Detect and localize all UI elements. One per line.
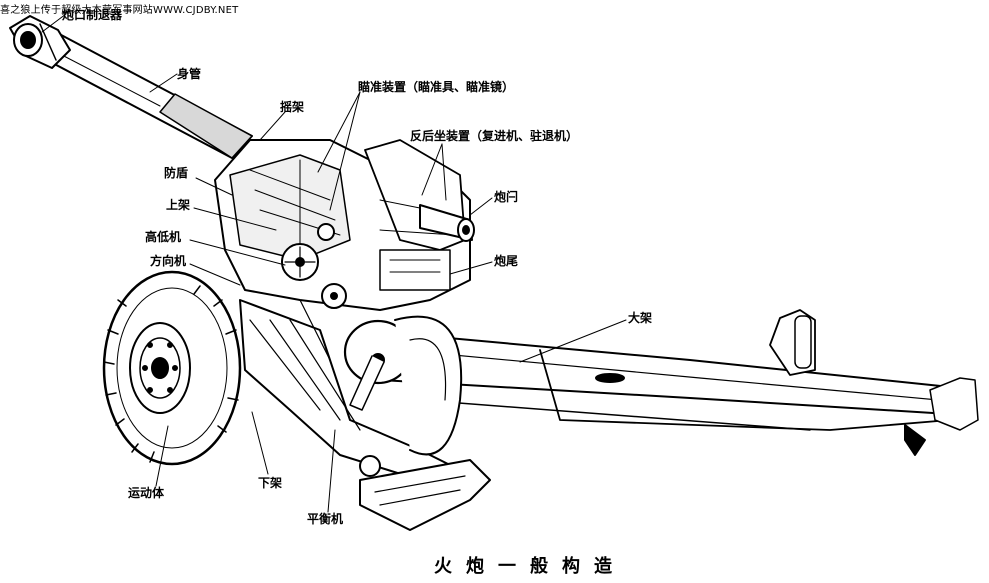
label-shield: 防盾 [164, 166, 189, 180]
main-wheel-shape [102, 270, 242, 466]
label-recoil-system: 反后坐装置（复进机、驻退机） [410, 129, 579, 143]
recoil-cylinders-shape [419, 204, 475, 242]
label-elevating-mechanism: 高低机 [145, 230, 182, 244]
label-trail: 大架 [628, 311, 653, 325]
base-plate-shape [359, 455, 491, 531]
muzzle-brake-shape [9, 15, 71, 69]
label-traversing-mechanism: 方向机 [150, 254, 187, 268]
label-running-gear: 运动体 [128, 486, 165, 500]
handwheels-shape [281, 223, 347, 309]
label-cradle: 摇架 [280, 100, 305, 114]
label-sighting-device: 瞄准装置（瞄准具、瞄准镜） [358, 80, 515, 94]
label-barrel: 身管 [177, 67, 202, 81]
trail-pivot-shape [343, 319, 413, 411]
label-lower-carriage: 下架 [258, 476, 283, 490]
figure-caption: 火炮一般构造 [434, 556, 626, 577]
label-muzzle-brake: 炮口制退器 [62, 8, 123, 22]
label-equilibrator: 平衡机 [307, 512, 344, 526]
rear-wheel-shape [394, 315, 463, 456]
label-upper-carriage: 上架 [166, 198, 191, 212]
leader-lines [41, 13, 627, 513]
watermark-text: 喜之狼上传于超级大本营军事网站WWW.CJDBY.NET [0, 5, 239, 16]
label-breech-block: 炮闩 [494, 190, 519, 204]
label-breech-ring: 炮尾 [494, 254, 519, 268]
upper-assembly-shape [214, 139, 471, 311]
